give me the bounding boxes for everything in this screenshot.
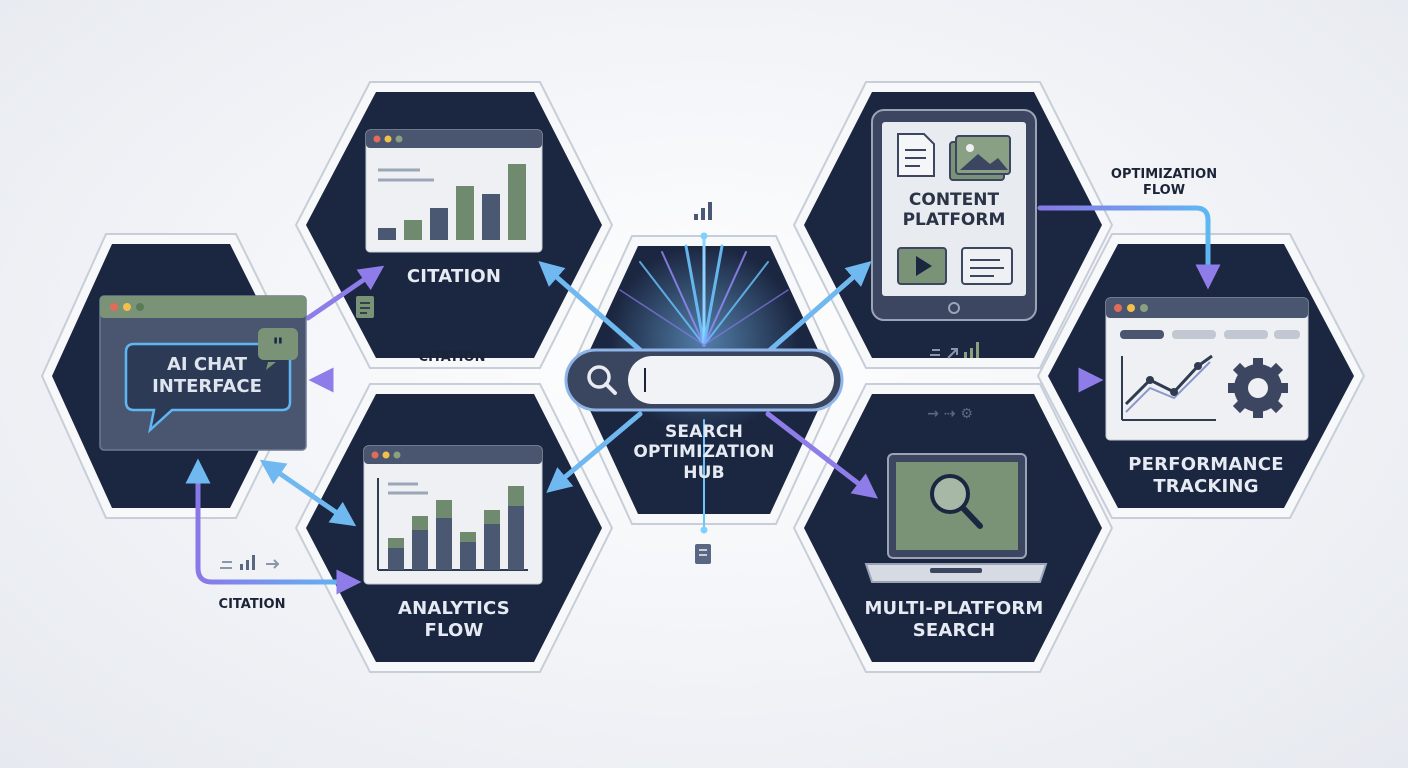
multi-platform-label: MULTI-PLATFORM SEARCH: [864, 598, 1044, 641]
connector-arrows: [185, 205, 1221, 595]
gear-icon: [1228, 358, 1288, 418]
citation-node-label: CITATION: [406, 266, 502, 287]
svg-text:→ ⇢ ⚙: → ⇢ ⚙: [927, 406, 973, 422]
flow-icon: → ⇢ ⚙: [927, 406, 973, 422]
bar-chart-icon: [694, 202, 712, 220]
chat-quote-icon: ": [258, 328, 298, 370]
content-platform-label: CONTENT PLATFORM: [902, 190, 1006, 231]
document-icon: [695, 544, 711, 564]
citation-connector-label: CITATION: [418, 350, 486, 365]
citation-bottom-label: CITATION: [218, 597, 286, 612]
play-icon: [897, 247, 947, 285]
magnifier-icon: [930, 474, 983, 529]
search-icon: [587, 365, 617, 395]
document-icon: [897, 133, 935, 177]
ai-chat-label: AI CHAT INTERFACE: [152, 354, 262, 397]
hub-label: SEARCH OPTIMIZATION HUB: [633, 422, 775, 483]
line-chart: [1121, 354, 1216, 421]
citation-window: [365, 129, 543, 253]
optimization-flow-label: OPTIMIZATION FLOW: [1110, 167, 1218, 198]
performance-window: [1105, 297, 1309, 441]
ai-chat-window: ": [99, 295, 307, 451]
multi-platform-laptop: [864, 453, 1048, 583]
flow-icon: [220, 555, 280, 570]
analytics-window: [363, 445, 543, 585]
analytics-flow-label: ANALYTICS FLOW: [398, 598, 510, 641]
hub-rays: [619, 232, 789, 534]
trend-icon: [930, 342, 979, 359]
image-icon: [949, 135, 1011, 181]
search-input[interactable]: [652, 364, 826, 398]
content-platform-tablet: [871, 109, 1037, 321]
performance-label: PERFORMANCE TRACKING: [1128, 454, 1284, 497]
svg-text:": ": [272, 335, 283, 360]
document-icon: [356, 296, 374, 318]
